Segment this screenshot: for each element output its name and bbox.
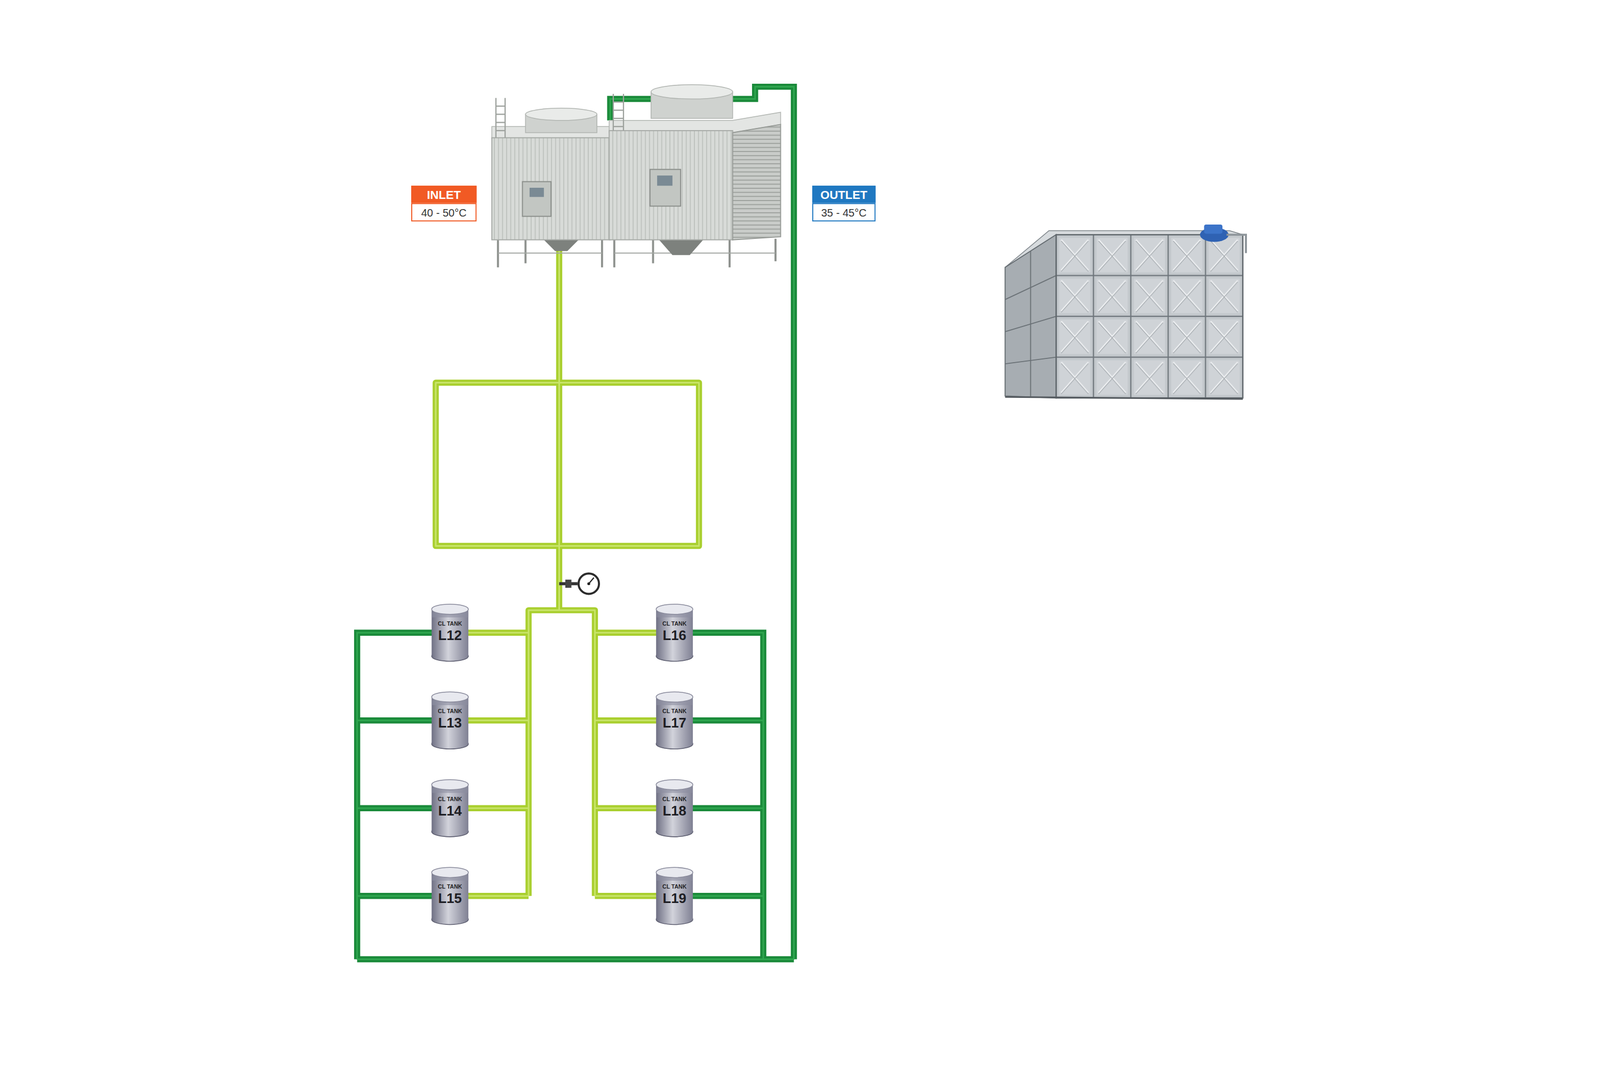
tank-top: [431, 779, 469, 790]
tank-type: CL TANK: [430, 708, 470, 716]
tower-leg: [774, 238, 777, 262]
tank-top: [656, 867, 693, 878]
tank-type: CL TANK: [654, 795, 694, 803]
tank-label: CL TANKL16: [654, 620, 694, 643]
return-pipe-highlight: [357, 86, 795, 960]
temperature-range: 35 - 45°C: [812, 203, 876, 222]
cl-tank: CL TANKL16: [654, 603, 694, 663]
cl-tank: CL TANKL12: [430, 603, 470, 663]
tank-type: CL TANK: [430, 795, 470, 803]
tank-top: [431, 691, 469, 702]
fan-stack-top: [651, 84, 733, 100]
gauge-dial: [578, 573, 599, 594]
ladder-rail: [622, 93, 624, 131]
water-storage-tank: [1005, 224, 1247, 399]
ladder-rung: [613, 101, 624, 103]
floor-number: L19: [654, 890, 694, 907]
tower-leg: [498, 252, 603, 254]
ladder: [613, 93, 624, 131]
control-screen: [529, 187, 544, 197]
cl-tank: CL TANKL19: [654, 866, 694, 926]
ladder-rung: [613, 109, 624, 111]
tower-leg: [524, 238, 527, 264]
ladder-rung: [496, 113, 506, 115]
control-box: [650, 169, 681, 207]
tank-side-face: [1005, 234, 1057, 398]
gauge-hub: [587, 582, 590, 586]
badge-heading: OUTLET: [812, 185, 876, 204]
tank-label: CL TANKL13: [430, 708, 470, 731]
supply-pipe-body: [435, 244, 700, 896]
floor-number: L13: [430, 715, 470, 731]
tank-top: [656, 691, 693, 702]
tank-type: CL TANK: [654, 620, 694, 628]
ladder-rail: [495, 98, 497, 139]
tank-type: CL TANK: [430, 883, 470, 891]
cooling-tower: [491, 98, 611, 268]
cl-tank: CL TANKL13: [430, 690, 470, 750]
tank-label: CL TANKL17: [654, 708, 694, 731]
supply-pipe-highlight: [435, 244, 700, 896]
tower-leg: [614, 252, 776, 254]
fan-stack-top: [525, 108, 597, 121]
floor-number: L16: [654, 627, 694, 644]
cooling-tower: [609, 84, 781, 268]
tank-label: CL TANKL19: [654, 883, 694, 907]
tower-casing: [609, 130, 733, 240]
control-screen: [657, 175, 673, 186]
tank-pump-pipe: [1226, 234, 1246, 253]
cl-tank: CL TANKL17: [654, 690, 694, 750]
cl-tank: CL TANKL14: [430, 778, 470, 838]
temperature-badge: INLET40 - 50°C: [411, 185, 477, 222]
temperature-badge: OUTLET35 - 45°C: [812, 185, 876, 222]
ladder-rail: [504, 98, 506, 139]
tower-hopper: [658, 238, 704, 256]
tank-label: CL TANKL15: [430, 883, 470, 907]
control-box: [522, 181, 552, 217]
tank-top: [431, 867, 469, 878]
floor-number: L14: [430, 803, 470, 819]
floor-number: L18: [654, 803, 694, 819]
cl-tank: CL TANKL15: [430, 866, 470, 926]
return-pipe-body: [357, 86, 795, 960]
floor-number: L15: [430, 890, 470, 907]
tank-top: [656, 604, 693, 615]
tank-type: CL TANK: [654, 708, 694, 716]
ladder-rail: [612, 93, 614, 131]
pressure-gauge: [558, 573, 599, 594]
tank-front-face: [1056, 234, 1243, 398]
ladder-rung: [496, 130, 506, 132]
floor-number: L12: [430, 627, 470, 644]
tower-leg: [652, 238, 655, 264]
tank-top: [431, 604, 469, 615]
supply-pipe: [435, 244, 700, 896]
tank-label: CL TANKL14: [430, 795, 470, 819]
tank-label: CL TANKL18: [654, 795, 694, 819]
tower-casing: [491, 137, 611, 240]
tank-top: [656, 779, 693, 790]
tank-type: CL TANK: [430, 620, 470, 628]
tower-louvers: [732, 124, 781, 240]
badge-heading: INLET: [411, 185, 477, 204]
tank-label: CL TANKL12: [430, 620, 470, 643]
floor-number: L17: [654, 715, 694, 731]
tank-side-seam: [1029, 251, 1031, 398]
tank-base: [1005, 396, 1244, 399]
ladder-rung: [496, 105, 506, 107]
temperature-range: 40 - 50°C: [411, 203, 477, 222]
ladder-rung: [496, 121, 506, 123]
ladder-rung: [613, 117, 624, 119]
tower-hopper: [542, 238, 580, 252]
gauge-valve: [565, 579, 572, 588]
return-pipe: [357, 86, 795, 960]
ladder-rung: [613, 125, 624, 127]
ladder: [496, 98, 506, 139]
tank-pump-motor: [1204, 224, 1223, 234]
tank-type: CL TANK: [654, 883, 694, 891]
cl-tank: CL TANKL18: [654, 778, 694, 838]
